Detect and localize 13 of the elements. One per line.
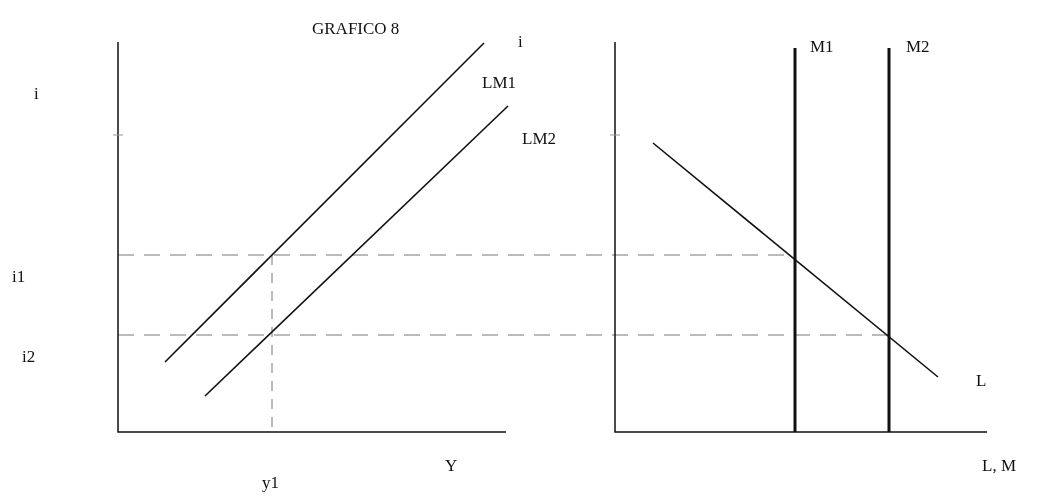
curve-label: LM1 [482, 74, 516, 91]
curve-label: M2 [906, 38, 930, 55]
curve-label: M1 [810, 38, 834, 55]
curve-label: L [976, 372, 987, 389]
axis-label: i [518, 33, 523, 50]
axis-label: i1 [12, 268, 26, 285]
chart-title: GRAFICO 8 [312, 20, 400, 37]
curve-label: LM2 [522, 130, 556, 147]
axis-label: i [34, 85, 39, 102]
axis-label: L, M [982, 457, 1016, 474]
axis-label: y1 [262, 474, 279, 491]
axis-label: Y [445, 457, 458, 474]
axis-label: i2 [22, 348, 36, 365]
